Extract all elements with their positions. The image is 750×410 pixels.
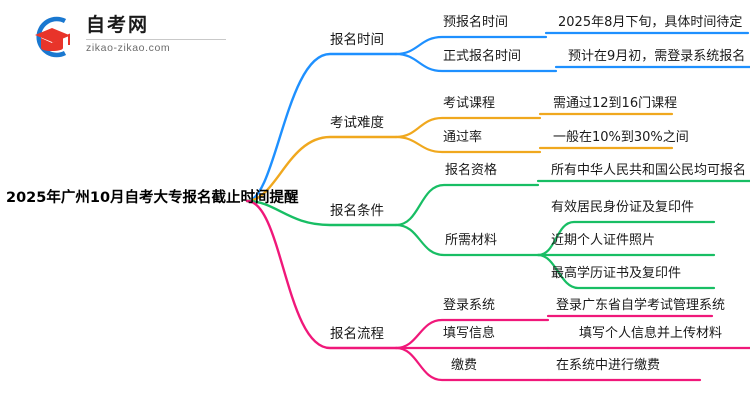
branch-label-exam-difficulty[interactable]: 考试难度 [330, 115, 384, 131]
site-logo: 自考网 zikao-zikao.com [28, 10, 240, 64]
node-detail-material-id-card: 有效居民身份证及复印件 [551, 200, 695, 215]
node-detail-exam-courses: 需通过12到16门课程 [553, 96, 678, 111]
node-label-required-materials[interactable]: 所需材料 [445, 233, 498, 248]
branch-wire-exam-difficulty [245, 112, 674, 203]
node-detail-material-diploma: 最高学历证书及复印件 [551, 266, 682, 281]
node-label-pass-rate[interactable]: 通过率 [443, 130, 483, 145]
node-detail-fill-info: 填写个人信息并上传材料 [579, 326, 723, 341]
node-label-fill-info[interactable]: 填写信息 [443, 326, 496, 341]
node-label-prereg-time[interactable]: 预报名时间 [443, 15, 509, 30]
node-label-exam-courses[interactable]: 考试课程 [443, 96, 496, 111]
logo-divider [86, 39, 226, 40]
node-detail-prereg-time: 2025年8月下旬，具体时间待定 [558, 15, 743, 30]
node-detail-eligibility: 所有中华人民共和国公民均可报名 [551, 163, 747, 178]
branch-label-signup-conditions[interactable]: 报名条件 [330, 203, 384, 219]
graduation-cap-logo-icon [28, 12, 78, 62]
node-detail-material-photo: 近期个人证件照片 [551, 233, 656, 248]
node-detail-official-reg-time: 预计在9月初，需登录系统报名 [568, 49, 746, 64]
logo-wordmark: 自考网 zikao-zikao.com [86, 13, 236, 54]
node-label-payment[interactable]: 缴费 [451, 358, 478, 373]
node-detail-payment: 在系统中进行缴费 [556, 358, 661, 373]
logo-name: 自考网 [86, 14, 150, 36]
branch-wire-signup-process [245, 199, 750, 382]
node-label-official-reg-time[interactable]: 正式报名时间 [443, 49, 522, 64]
node-detail-pass-rate: 一般在10%到30%之间 [553, 130, 689, 145]
branch-label-signup-process[interactable]: 报名流程 [330, 326, 384, 342]
branch-label-signup-time[interactable]: 报名时间 [330, 32, 384, 48]
node-detail-login-system: 登录广东省自学考试管理系统 [556, 298, 726, 313]
node-label-login-system[interactable]: 登录系统 [443, 298, 496, 313]
mindmap-root-title: 2025年广州10月自考大专报名截止时间提醒 [6, 190, 299, 206]
node-label-eligibility[interactable]: 报名资格 [445, 163, 498, 178]
logo-url: zikao-zikao.com [86, 42, 171, 54]
